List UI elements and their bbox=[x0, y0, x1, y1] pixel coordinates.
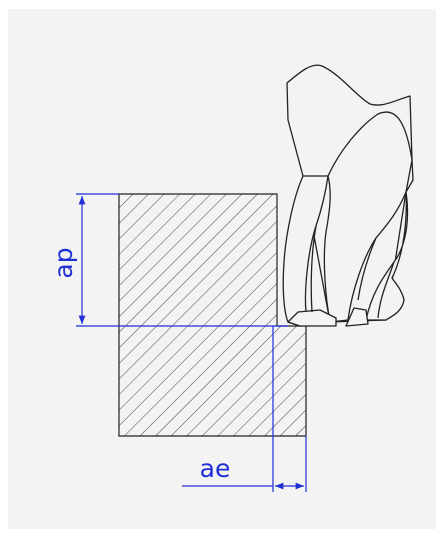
dimension-ap bbox=[76, 193, 288, 327]
tool-tip-edge bbox=[287, 309, 337, 327]
tool-inner-line-3 bbox=[377, 261, 395, 319]
tool-inner-line-1 bbox=[310, 225, 317, 313]
tool-flute-right bbox=[365, 191, 409, 321]
tool-tip-edge-right bbox=[345, 307, 369, 327]
ae-label: ae bbox=[200, 454, 231, 483]
ap-label: ap bbox=[49, 247, 78, 278]
tool-inner-line-2 bbox=[357, 237, 377, 301]
end-mill-tool bbox=[282, 64, 414, 327]
dimension-ae bbox=[182, 326, 307, 492]
